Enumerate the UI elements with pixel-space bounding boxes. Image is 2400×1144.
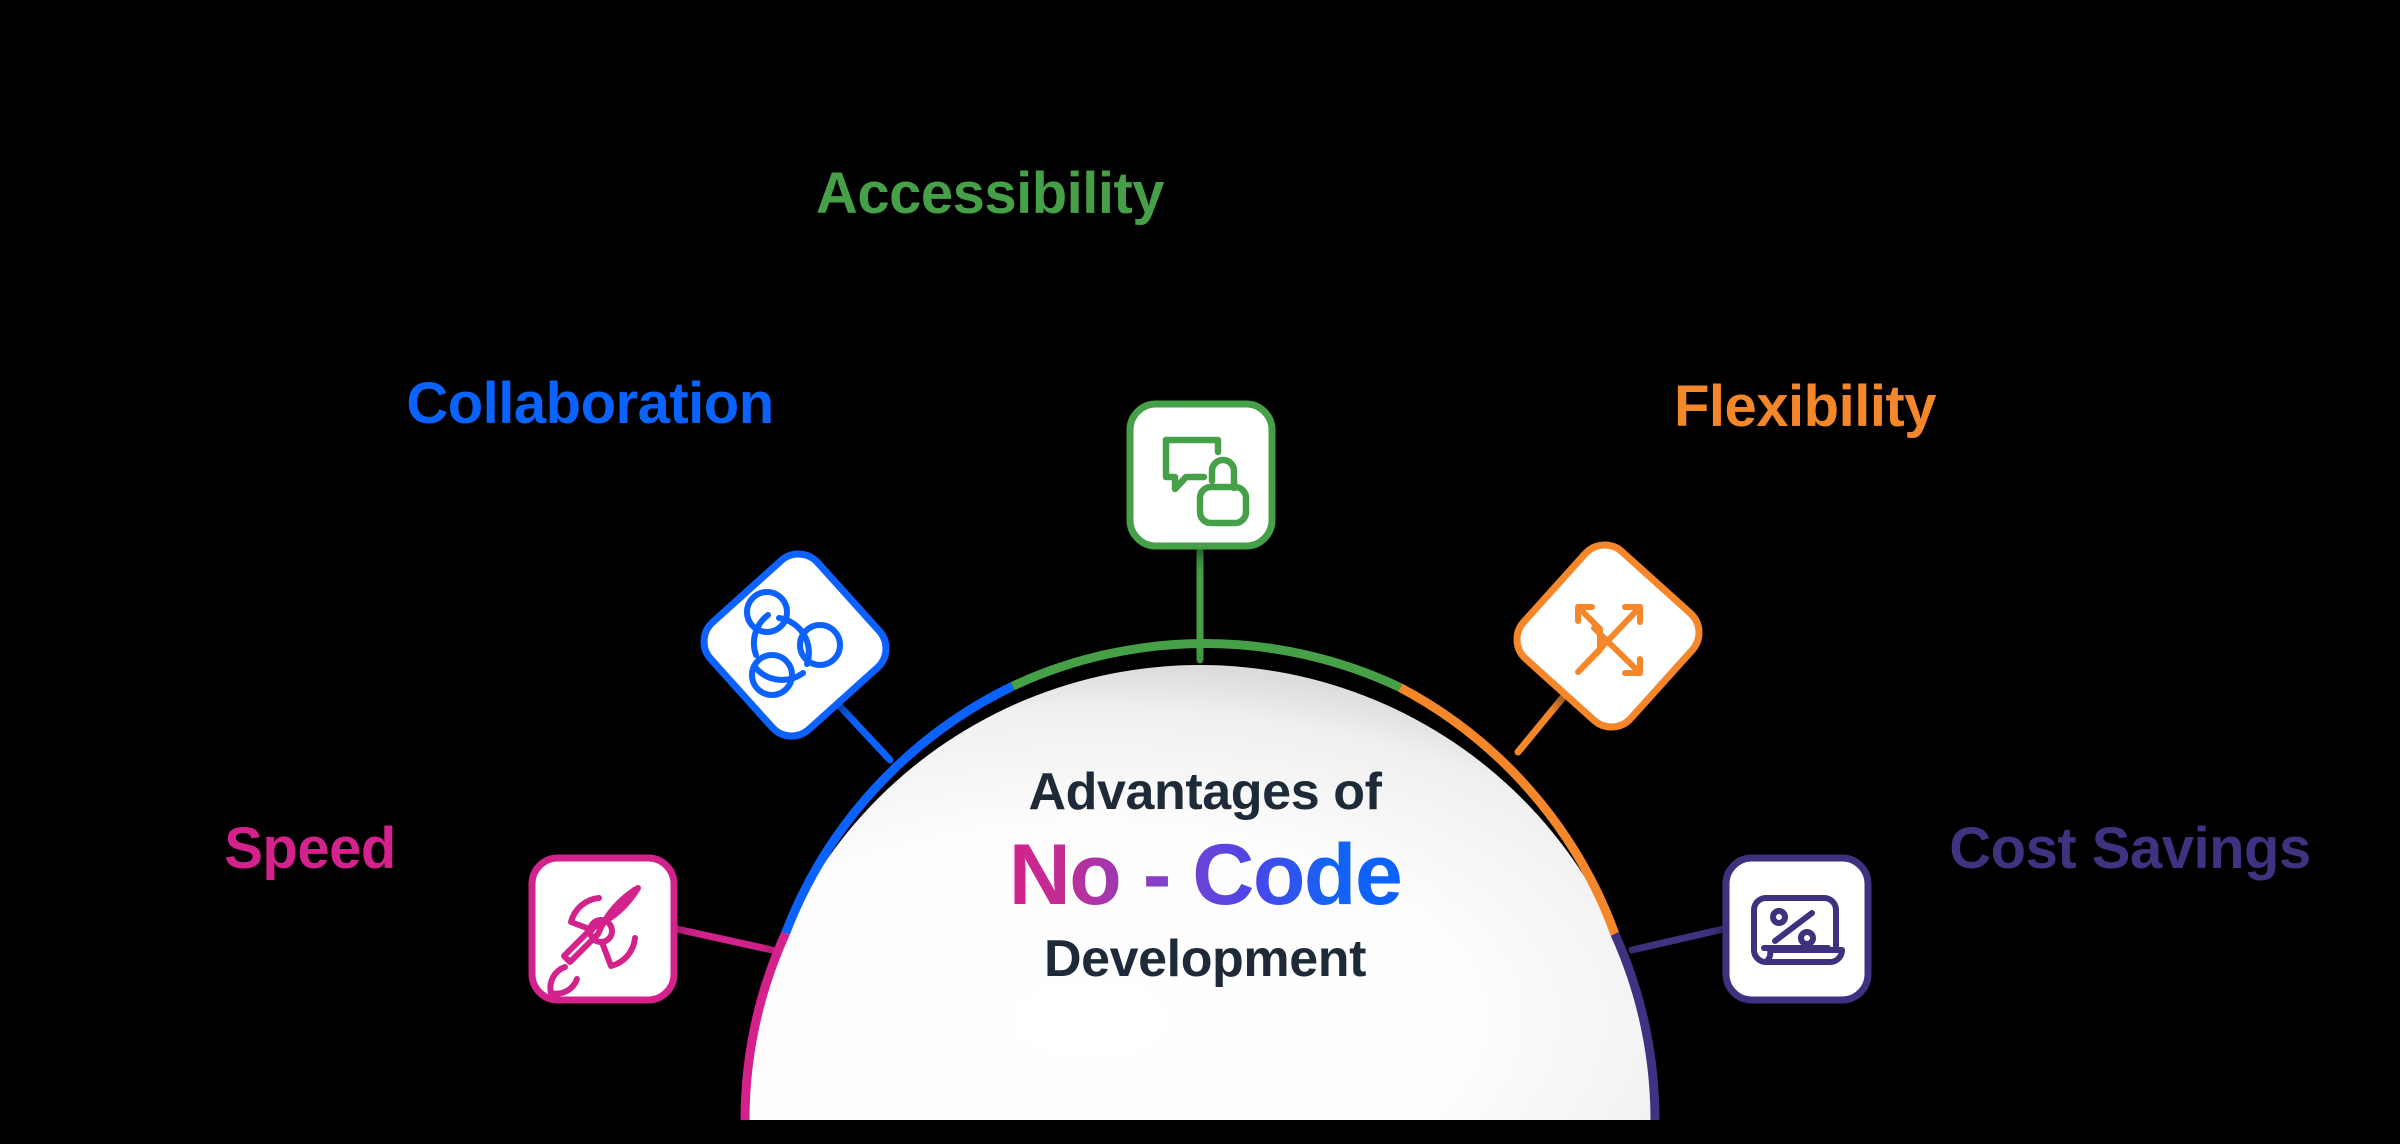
label-speed: Speed bbox=[224, 816, 396, 881]
dome-arc-segments bbox=[740, 639, 1660, 1121]
arc-segment-accessibility bbox=[1010, 639, 1403, 692]
label-collaboration: Collaboration bbox=[406, 371, 774, 436]
arc-segment-collaboration bbox=[781, 682, 1015, 935]
icon-box-speed[interactable] bbox=[528, 854, 678, 1004]
percent-receipt-icon bbox=[1751, 895, 1845, 965]
icon-box-flexibility[interactable] bbox=[1506, 534, 1709, 737]
center-title-block: Advantages of No - Code Development bbox=[855, 765, 1555, 986]
connector-cost-savings bbox=[1628, 924, 1732, 954]
label-cost-savings: Cost Savings bbox=[1949, 816, 2311, 881]
label-flexibility: Flexibility bbox=[1673, 374, 1937, 439]
arc-segment-cost-savings bbox=[1610, 931, 1660, 1121]
icon-box-cost-savings[interactable] bbox=[1722, 854, 1872, 1004]
icon-box-accessibility[interactable] bbox=[1126, 400, 1276, 550]
chat-lock-icon bbox=[1162, 436, 1250, 527]
rocket-icon bbox=[547, 885, 641, 997]
network-nodes-icon bbox=[744, 589, 843, 698]
center-title-line1: Advantages of bbox=[1028, 763, 1382, 821]
connector-speed bbox=[668, 924, 776, 954]
label-accessibility: Accessibility bbox=[815, 161, 1165, 226]
center-title-line3: Development bbox=[1043, 929, 1367, 988]
icon-box-collaboration[interactable] bbox=[693, 543, 896, 746]
arc-segment-flexibility bbox=[1398, 683, 1620, 936]
center-dome bbox=[745, 665, 1655, 1120]
center-title-line2: No - Code bbox=[1008, 826, 1403, 923]
arc-segment-speed bbox=[740, 931, 790, 1121]
shuffle-arrows-icon bbox=[1575, 604, 1643, 676]
